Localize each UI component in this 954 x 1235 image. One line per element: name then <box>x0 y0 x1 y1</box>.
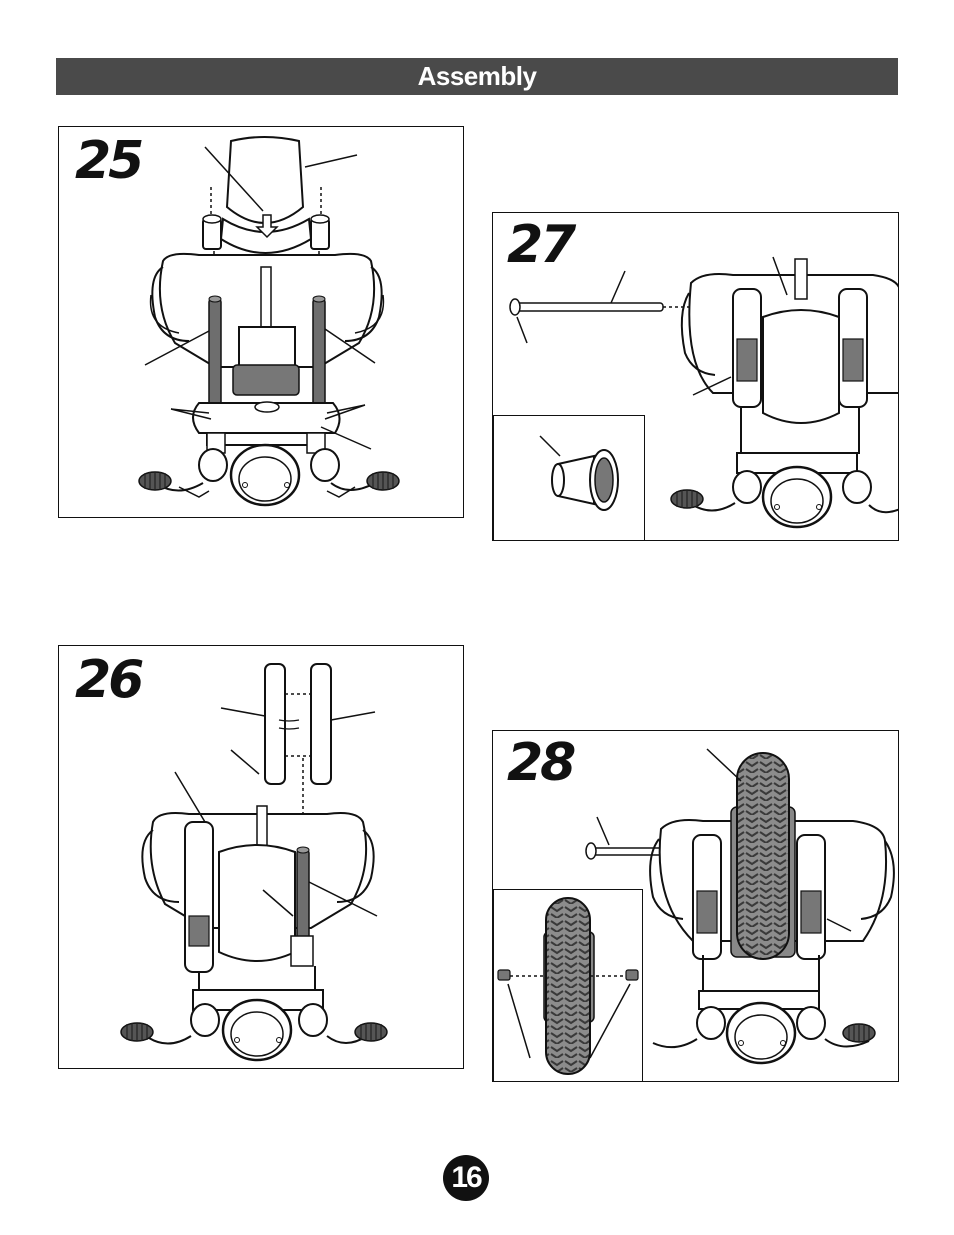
step-28-inset <box>493 889 643 1082</box>
bushing-detail <box>494 416 645 541</box>
section-header: Assembly <box>56 58 898 95</box>
step-26-panel: 26 <box>58 645 464 1069</box>
step-26-illustration <box>59 646 464 1069</box>
step-28-panel: 28 <box>492 730 899 1082</box>
wheel-detail <box>494 890 643 1082</box>
step-25-illustration <box>59 127 464 518</box>
page-number-badge: 16 <box>443 1155 489 1201</box>
page-number: 16 <box>451 1161 480 1195</box>
section-title: Assembly <box>418 61 537 92</box>
step-27-inset <box>493 415 645 541</box>
step-25-panel: 25 <box>58 126 464 518</box>
step-27-panel: 27 <box>492 212 899 541</box>
